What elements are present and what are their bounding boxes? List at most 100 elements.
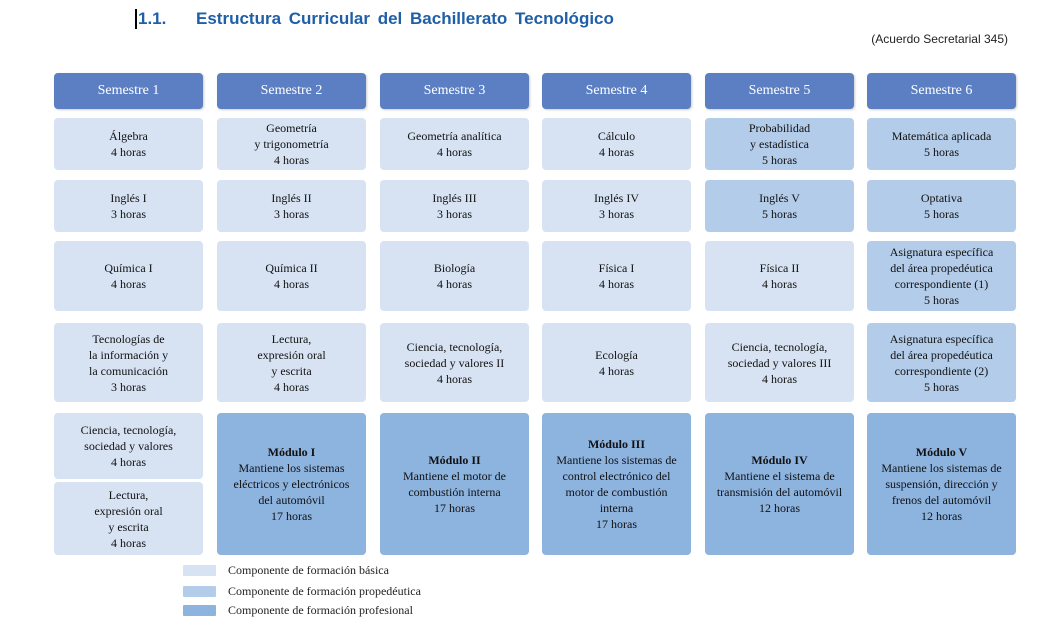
legend-item: Componente de formación propedéutica	[183, 584, 421, 599]
subject-name: Inglés II	[271, 191, 312, 205]
subject-cell: Inglés IV 3 horas	[542, 180, 691, 232]
subject-name: Biología	[433, 261, 476, 275]
subject-name: Álgebra	[109, 129, 148, 143]
subject-hours: 3 horas	[111, 379, 146, 394]
subject-cell: Física II 4 horas	[705, 241, 854, 311]
module-title: Módulo I	[267, 445, 316, 459]
subject-hours: 5 horas	[762, 153, 797, 167]
subject-hours: 4 horas	[599, 145, 634, 159]
module-title: Módulo V	[915, 445, 968, 459]
subject-name: Asignatura específica del área propedéut…	[889, 331, 994, 378]
subject-cell: Ciencia, tecnología, sociedad y valores …	[705, 323, 854, 402]
subject-hours: 3 horas	[111, 207, 146, 221]
subject-hours: 4 horas	[762, 277, 797, 291]
subject-hours: 4 horas	[437, 145, 472, 159]
subject-hours: 4 horas	[111, 535, 146, 550]
subject-hours: 5 horas	[924, 207, 959, 221]
subject-name: Geometría y trigonometría	[254, 121, 329, 151]
subject-hours: 4 horas	[111, 277, 146, 291]
subject-cell: Optativa 5 horas	[867, 180, 1016, 232]
subject-hours: 12 horas	[921, 509, 962, 523]
legend-swatch	[183, 586, 216, 597]
subtitle: (Acuerdo Secretarial 345)	[871, 32, 1008, 46]
subject-hours: 4 horas	[437, 371, 472, 386]
subject-hours: 3 horas	[599, 207, 634, 221]
subject-hours: 12 horas	[759, 501, 800, 515]
subject-name: Mantiene el motor de combustión interna	[403, 469, 506, 499]
legend-item: Componente de formación profesional	[183, 603, 413, 618]
subject-cell: Física I 4 horas	[542, 241, 691, 311]
subject-name: Geometría analítica	[407, 129, 502, 143]
module-title: Módulo II	[428, 453, 481, 467]
subject-name: Física I	[598, 261, 635, 275]
subject-name: Lectura, expresión oral y escrita	[94, 487, 163, 534]
subject-cell: Geometría analítica 4 horas	[380, 118, 529, 170]
subject-cell: Química II 4 horas	[217, 241, 366, 311]
subject-hours: 4 horas	[599, 363, 634, 378]
semester-header-1: Semestre 1	[54, 73, 203, 109]
legend-swatch	[183, 565, 216, 576]
subject-hours: 4 horas	[274, 277, 309, 291]
subject-name: Asignatura específica del área propedéut…	[889, 245, 994, 291]
subject-cell: Biología 4 horas	[380, 241, 529, 311]
heading-title: Estructura Curricular del Bachillerato T…	[196, 9, 614, 28]
subject-name: Química II	[265, 261, 318, 275]
semester-header-3: Semestre 3	[380, 73, 529, 109]
subject-cell: Probabilidad y estadística 5 horas	[705, 118, 854, 170]
subject-cell: Geometría y trigonometría 4 horas	[217, 118, 366, 170]
subject-hours: 4 horas	[274, 153, 309, 167]
subject-name: Química I	[104, 261, 153, 275]
legend-swatch	[183, 605, 216, 616]
legend-item: Componente de formación básica	[183, 563, 389, 578]
subject-name: Inglés IV	[594, 191, 639, 205]
semester-header-6: Semestre 6	[867, 73, 1016, 109]
subject-name: Física II	[759, 261, 800, 275]
subject-hours: 5 horas	[924, 379, 959, 394]
subject-name: Mantiene los sistemas de suspensión, dir…	[881, 461, 1002, 507]
heading-number: 1.1.	[138, 9, 167, 28]
subject-name: Tecnologías de la información y la comun…	[88, 331, 169, 378]
document-heading: 1.1. Estructura Curricular del Bachiller…	[135, 7, 614, 31]
subject-hours: 3 horas	[274, 207, 309, 221]
subject-name: Matemática aplicada	[891, 129, 992, 143]
subject-hours: 17 horas	[434, 501, 475, 515]
subject-cell: Tecnologías de la información y la comun…	[54, 323, 203, 402]
subject-name: Ciencia, tecnología, sociedad y valores …	[404, 339, 505, 370]
subject-hours: 4 horas	[762, 371, 797, 386]
semester-header-4: Semestre 4	[542, 73, 691, 109]
subject-hours: 4 horas	[599, 277, 634, 291]
subject-cell: Inglés III 3 horas	[380, 180, 529, 232]
subject-name: Lectura, expresión oral y escrita	[257, 331, 326, 378]
subject-name: Mantiene el sistema de transmisión del a…	[716, 469, 843, 499]
semester-header-2: Semestre 2	[217, 73, 366, 109]
subject-name: Ecología	[595, 347, 638, 362]
subject-name: Probabilidad y estadística	[748, 121, 811, 151]
subject-name: Inglés V	[759, 191, 800, 205]
subject-cell: Ciencia, tecnología, sociedad y valores …	[380, 323, 529, 402]
subject-cell: Asignatura específica del área propedéut…	[867, 241, 1016, 311]
module-cell: Módulo II Mantiene el motor de combustión…	[380, 413, 529, 555]
subject-hours: 4 horas	[111, 455, 146, 469]
module-title: Módulo III	[587, 437, 646, 451]
subject-hours: 3 horas	[437, 207, 472, 221]
subject-name: Ciencia, tecnología, sociedad y valores	[80, 423, 177, 453]
subject-cell: Ciencia, tecnología, sociedad y valores 4…	[54, 413, 203, 479]
subject-cell: Química I 4 horas	[54, 241, 203, 311]
legend-label: Componente de formación profesional	[228, 603, 413, 617]
subject-hours: 4 horas	[437, 277, 472, 291]
subject-hours: 17 horas	[271, 509, 312, 523]
legend-label: Componente de formación básica	[228, 563, 389, 577]
subject-name: Optativa	[920, 191, 963, 205]
subject-cell: Inglés II 3 horas	[217, 180, 366, 232]
subject-name: Inglés III	[432, 191, 477, 205]
